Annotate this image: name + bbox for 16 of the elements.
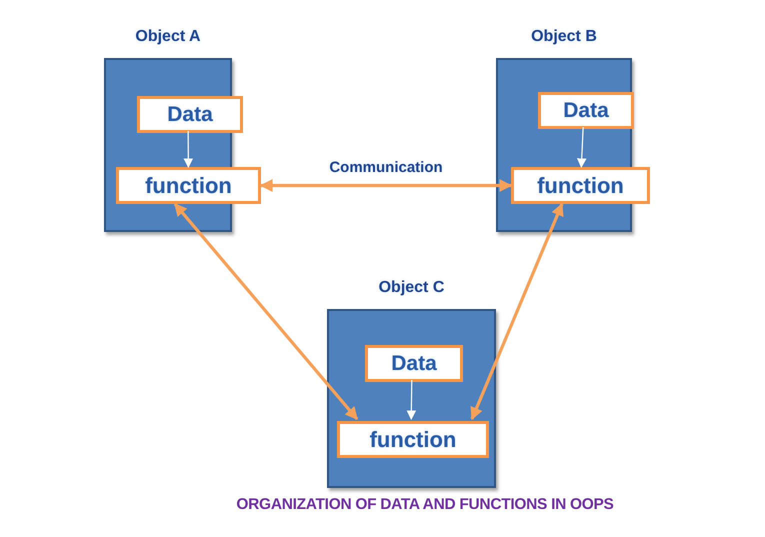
arrow (470, 202, 564, 420)
caption: ORGANIZATION OF DATA AND FUNCTIONS IN OOPS (235, 496, 615, 514)
arrow (174, 202, 358, 420)
object-heading: Object C (378, 279, 446, 297)
arrow (260, 179, 512, 192)
member-box: function (116, 167, 261, 204)
member-box: Data (137, 96, 243, 133)
object-heading: Object A (134, 28, 202, 46)
arrow (184, 131, 194, 168)
member-box: Data (538, 92, 634, 129)
member-box: function (511, 167, 650, 204)
arrow (576, 126, 587, 168)
member-box: function (337, 421, 489, 458)
member-box: Data (365, 345, 463, 382)
object-heading: Object B (530, 28, 598, 46)
arrow (406, 380, 416, 420)
